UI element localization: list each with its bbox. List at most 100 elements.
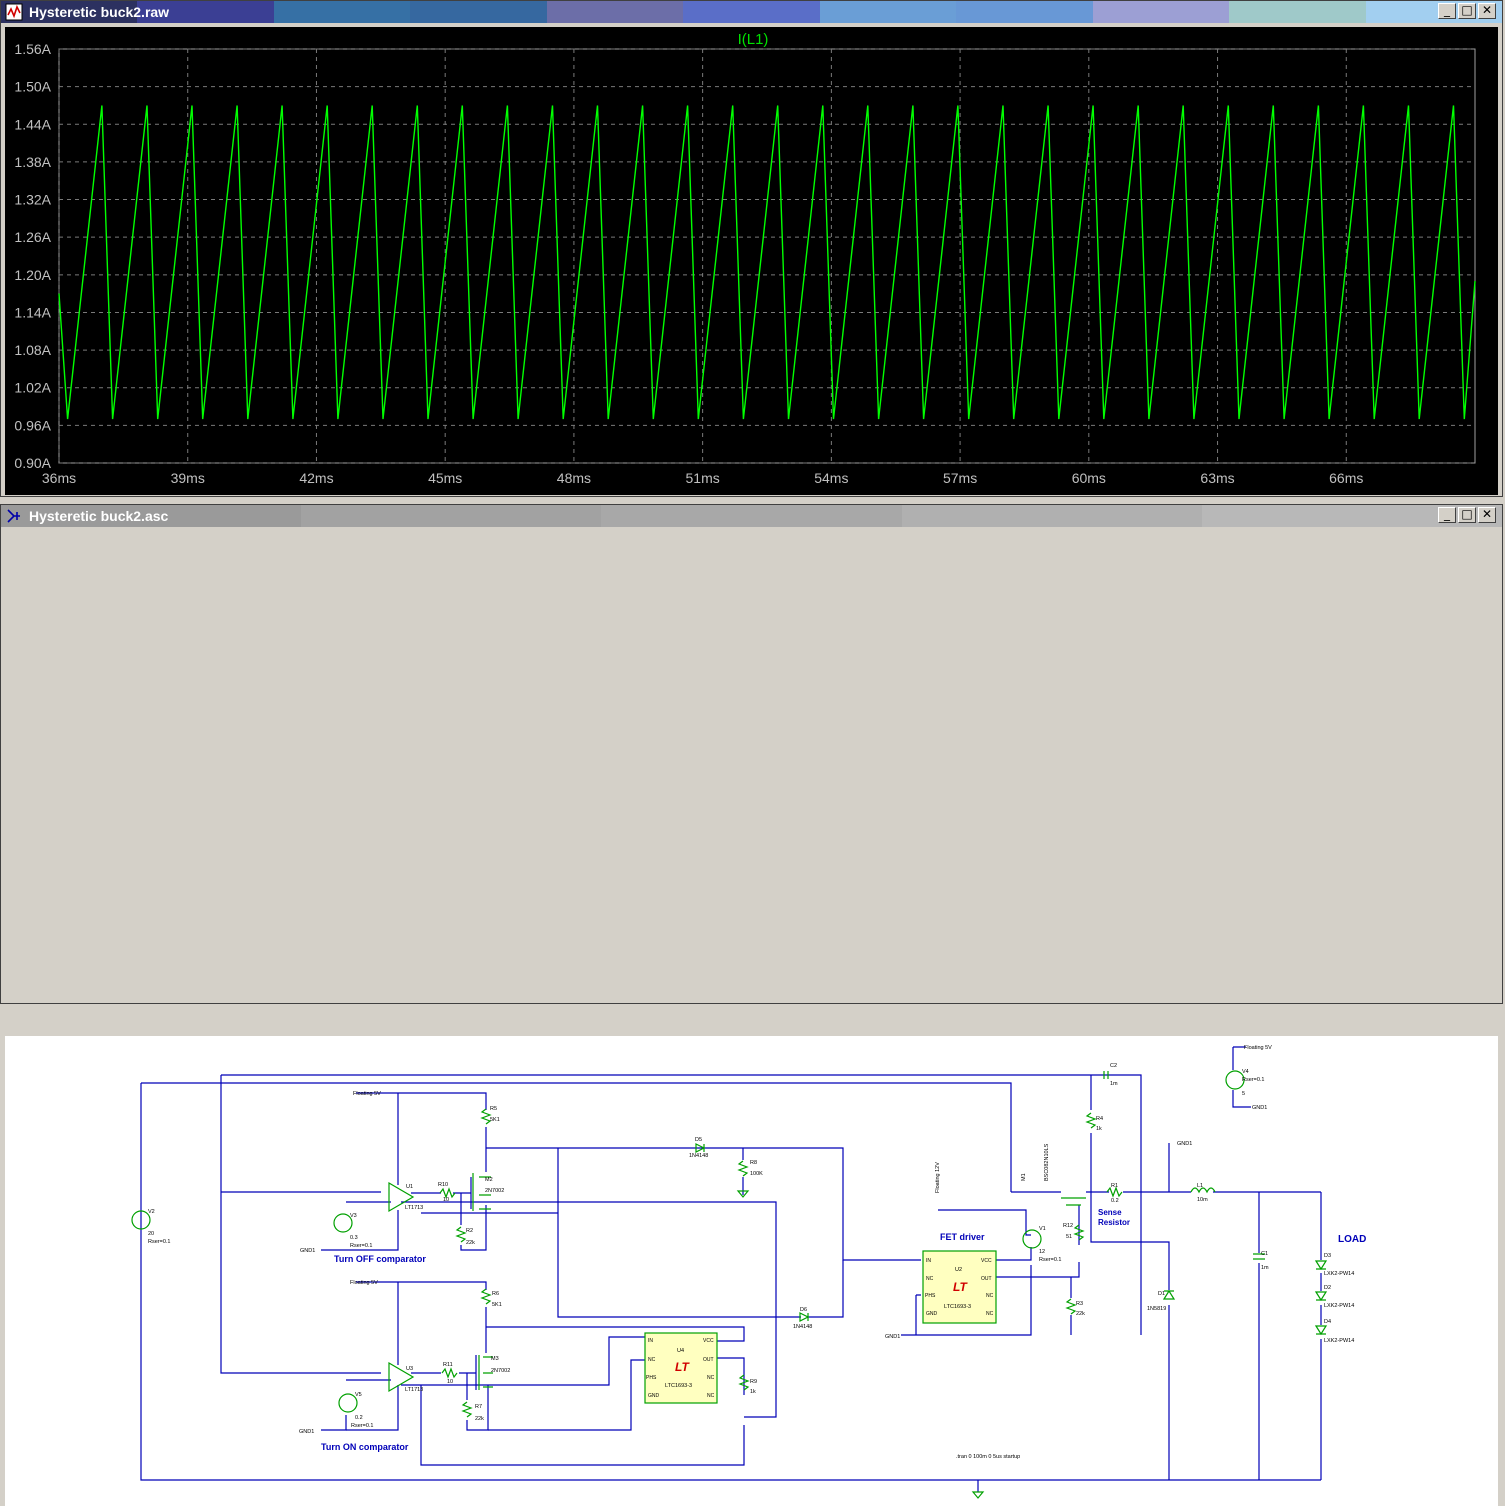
part-name: R12 xyxy=(1063,1223,1073,1229)
svg-text:LT: LT xyxy=(953,1280,968,1294)
part-value: 2N7002 xyxy=(491,1368,510,1374)
part-value: Rser=0.1 xyxy=(1242,1077,1264,1083)
x-tick-label: 42ms xyxy=(299,470,333,486)
svg-text:IN: IN xyxy=(648,1338,653,1344)
close-button[interactable]: ✕ xyxy=(1478,507,1496,523)
part-name: R1 xyxy=(1111,1183,1118,1189)
y-tick-label: 1.44A xyxy=(14,116,51,132)
part-name: U2 xyxy=(955,1267,962,1273)
maximize-button[interactable]: □ xyxy=(1458,507,1476,523)
part-name: D1 xyxy=(1158,1291,1165,1297)
svg-text:PHS: PHS xyxy=(646,1375,657,1381)
y-tick-label: 1.38A xyxy=(14,154,51,170)
resistor-r4[interactable] xyxy=(1085,1112,1097,1129)
part-value: 1k xyxy=(750,1389,756,1395)
waveform-app-icon xyxy=(5,3,23,21)
svg-text:VCC: VCC xyxy=(981,1258,992,1264)
part-name: V1 xyxy=(1039,1226,1046,1232)
diode-d1[interactable] xyxy=(1162,1289,1176,1300)
waveform-titlebar[interactable]: Hysteretic buck2.raw _ □ ✕ xyxy=(1,1,1502,23)
waveform-chart[interactable]: 0.90A0.96A1.02A1.08A1.14A1.20A1.26A1.32A… xyxy=(5,27,1498,495)
chart-title: I(L1) xyxy=(738,31,769,48)
part-name: C1 xyxy=(1261,1251,1268,1257)
part-name: D4 xyxy=(1324,1319,1331,1325)
part-value: LTC1693-3 xyxy=(665,1383,692,1389)
part-value: LXK2-PW14 xyxy=(1324,1338,1354,1344)
diode-d6[interactable] xyxy=(799,1312,810,1322)
part-name: U4 xyxy=(677,1348,684,1354)
led-d2[interactable] xyxy=(1314,1291,1328,1302)
minimize-button[interactable]: _ xyxy=(1438,3,1456,19)
svg-text:GND: GND xyxy=(648,1393,660,1399)
part-name: R10 xyxy=(438,1182,448,1188)
net-label: Floating 5V xyxy=(1244,1045,1272,1051)
resistor-r10[interactable] xyxy=(439,1187,456,1199)
part-labels: V2 20 Rser=0.1 V3 0.3 Rser=0.1 V5 0.2 Rs… xyxy=(148,1063,1354,1429)
part-value: 1m xyxy=(1261,1265,1269,1271)
net-label: GND1 xyxy=(885,1334,900,1340)
x-tick-label: 36ms xyxy=(42,470,76,486)
x-tick-label: 45ms xyxy=(428,470,462,486)
part-name: U1 xyxy=(406,1184,413,1190)
part-value: LXK2-PW14 xyxy=(1324,1271,1354,1277)
net-label: Floating 12V xyxy=(935,1162,941,1193)
y-tick-label: 0.90A xyxy=(14,455,51,471)
part-value: 22k xyxy=(466,1240,475,1246)
led-d4[interactable] xyxy=(1314,1325,1328,1336)
resistor-r1[interactable] xyxy=(1106,1186,1123,1198)
resistor-label: Resistor xyxy=(1098,1218,1130,1227)
maximize-button[interactable]: □ xyxy=(1458,3,1476,19)
part-name: R5 xyxy=(490,1106,497,1112)
x-tick-label: 51ms xyxy=(686,470,720,486)
x-tick-label: 60ms xyxy=(1072,470,1106,486)
part-value: 5K1 xyxy=(490,1117,500,1123)
part-value: 1N5819 xyxy=(1147,1306,1166,1312)
part-value: 22k xyxy=(475,1416,484,1422)
resistor-r8[interactable] xyxy=(737,1160,749,1177)
svg-text:VCC: VCC xyxy=(703,1338,714,1344)
close-button[interactable]: ✕ xyxy=(1478,3,1496,19)
ground-symbol xyxy=(971,1491,985,1499)
part-value: Rser=0.1 xyxy=(148,1239,170,1245)
part-name: R3 xyxy=(1076,1301,1083,1307)
load-label: LOAD xyxy=(1338,1234,1366,1245)
led-d3[interactable] xyxy=(1314,1260,1328,1271)
mosfet-m1[interactable] xyxy=(1061,1197,1086,1206)
resistor-r3[interactable] xyxy=(1065,1298,1077,1315)
part-value: 0.2 xyxy=(355,1415,363,1421)
part-name: R11 xyxy=(443,1362,453,1368)
schematic-titlebar[interactable]: Hysteretic buck2.asc _ □ ✕ xyxy=(1,505,1502,527)
resistor-r2[interactable] xyxy=(455,1226,467,1243)
x-tick-label: 63ms xyxy=(1200,470,1234,486)
part-value: LTC1693-3 xyxy=(944,1304,971,1310)
x-tick-label: 54ms xyxy=(814,470,848,486)
resistor-r7[interactable] xyxy=(461,1401,473,1418)
turn-off-label: Turn OFF comparator xyxy=(334,1254,426,1264)
resistor-r5[interactable] xyxy=(480,1108,492,1125)
simulation-directive[interactable]: .tran 0 100m 0 5us startup xyxy=(956,1454,1020,1460)
minimize-button[interactable]: _ xyxy=(1438,507,1456,523)
part-value: 10 xyxy=(443,1197,449,1203)
part-value: 1N4148 xyxy=(689,1153,708,1159)
net-label: GND1 xyxy=(299,1429,314,1435)
part-value: Rser=0.1 xyxy=(350,1243,372,1249)
part-value: 1N4148 xyxy=(793,1324,812,1330)
svg-text:OUT: OUT xyxy=(703,1357,714,1363)
voltage-source-v1[interactable] xyxy=(1022,1229,1042,1249)
series-line-il1 xyxy=(58,105,1476,420)
part-value: LT1713 xyxy=(405,1205,423,1211)
plot-frame xyxy=(58,48,1476,464)
part-value: 0.2 xyxy=(1111,1198,1119,1204)
part-name: D2 xyxy=(1324,1285,1331,1291)
schematic-canvas[interactable]: LT LT Turn OFF comparator Turn ON compar… xyxy=(5,1036,1498,1506)
svg-text:NC: NC xyxy=(707,1375,715,1381)
schematic-window-title: Hysteretic buck2.asc xyxy=(29,508,169,524)
schematic-drawing[interactable]: LT LT Turn OFF comparator Turn ON compar… xyxy=(5,1036,1498,1506)
part-name: R9 xyxy=(750,1379,757,1385)
resistor-r11[interactable] xyxy=(441,1367,458,1379)
part-value: 20 xyxy=(148,1231,154,1237)
resistor-r6[interactable] xyxy=(480,1288,492,1305)
part-value: 1k xyxy=(1096,1126,1102,1132)
